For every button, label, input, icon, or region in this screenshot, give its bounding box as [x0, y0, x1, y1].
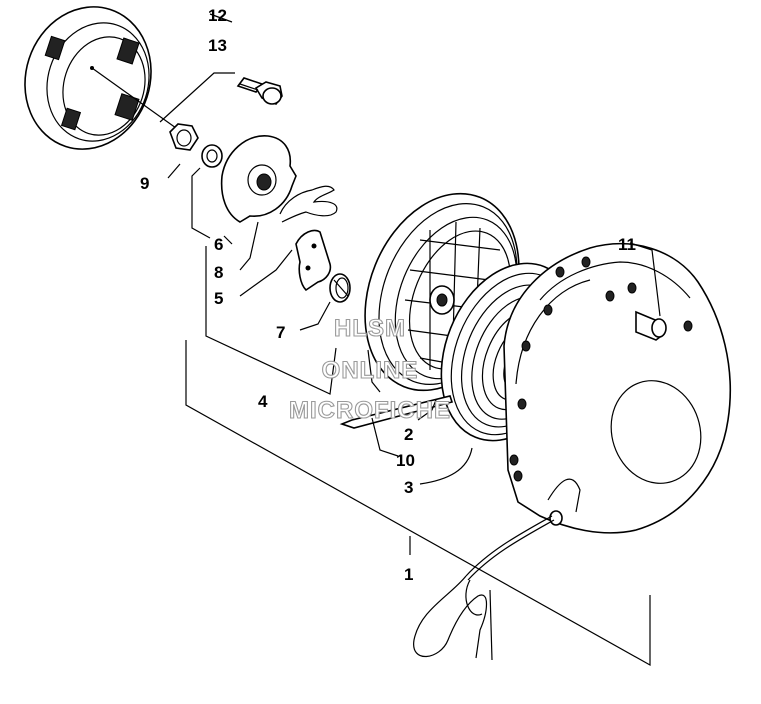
- leader-lines: [167, 13, 661, 555]
- watermark: HLSM ONLINE MICROFICHE: [288, 314, 451, 424]
- part-9-nut: [169, 123, 199, 151]
- label-11: 11: [618, 235, 636, 254]
- axis-line-cup: [91, 67, 177, 129]
- part-10-pin: [339, 395, 454, 429]
- part-5-pawl: [295, 229, 332, 292]
- label-7: 7: [276, 323, 285, 342]
- watermark-line-1: HLSM: [334, 315, 406, 342]
- label-9: 9: [140, 174, 149, 193]
- label-13: 13: [208, 36, 227, 55]
- part-6-washer: [201, 144, 223, 168]
- part-labels: 12 13 9 6 8 5 7 4 2 10 3 11 1: [140, 6, 636, 584]
- watermark-line-2: ONLINE: [322, 357, 419, 384]
- part-13-bolt: [236, 77, 283, 105]
- label-12: 12: [208, 6, 227, 25]
- part-8-ratchet-plate: [220, 135, 297, 223]
- starter-rope: [413, 515, 555, 661]
- label-8: 8: [214, 263, 223, 282]
- label-3: 3: [404, 478, 413, 497]
- label-5: 5: [214, 289, 223, 308]
- part-12-starter-cup: [24, 6, 152, 150]
- label-6: 6: [214, 235, 223, 254]
- spring-clip: [279, 185, 338, 223]
- label-10: 10: [396, 451, 415, 470]
- part-11-housing: [503, 242, 731, 534]
- label-2: 2: [404, 425, 413, 444]
- part-7-spring: [329, 273, 351, 303]
- label-1: 1: [404, 565, 413, 584]
- bolt-13-leader-line: [159, 72, 235, 123]
- assembly-bracket: [185, 340, 651, 667]
- watermark-line-3: MICROFICHE: [289, 397, 451, 424]
- label-4: 4: [258, 392, 268, 411]
